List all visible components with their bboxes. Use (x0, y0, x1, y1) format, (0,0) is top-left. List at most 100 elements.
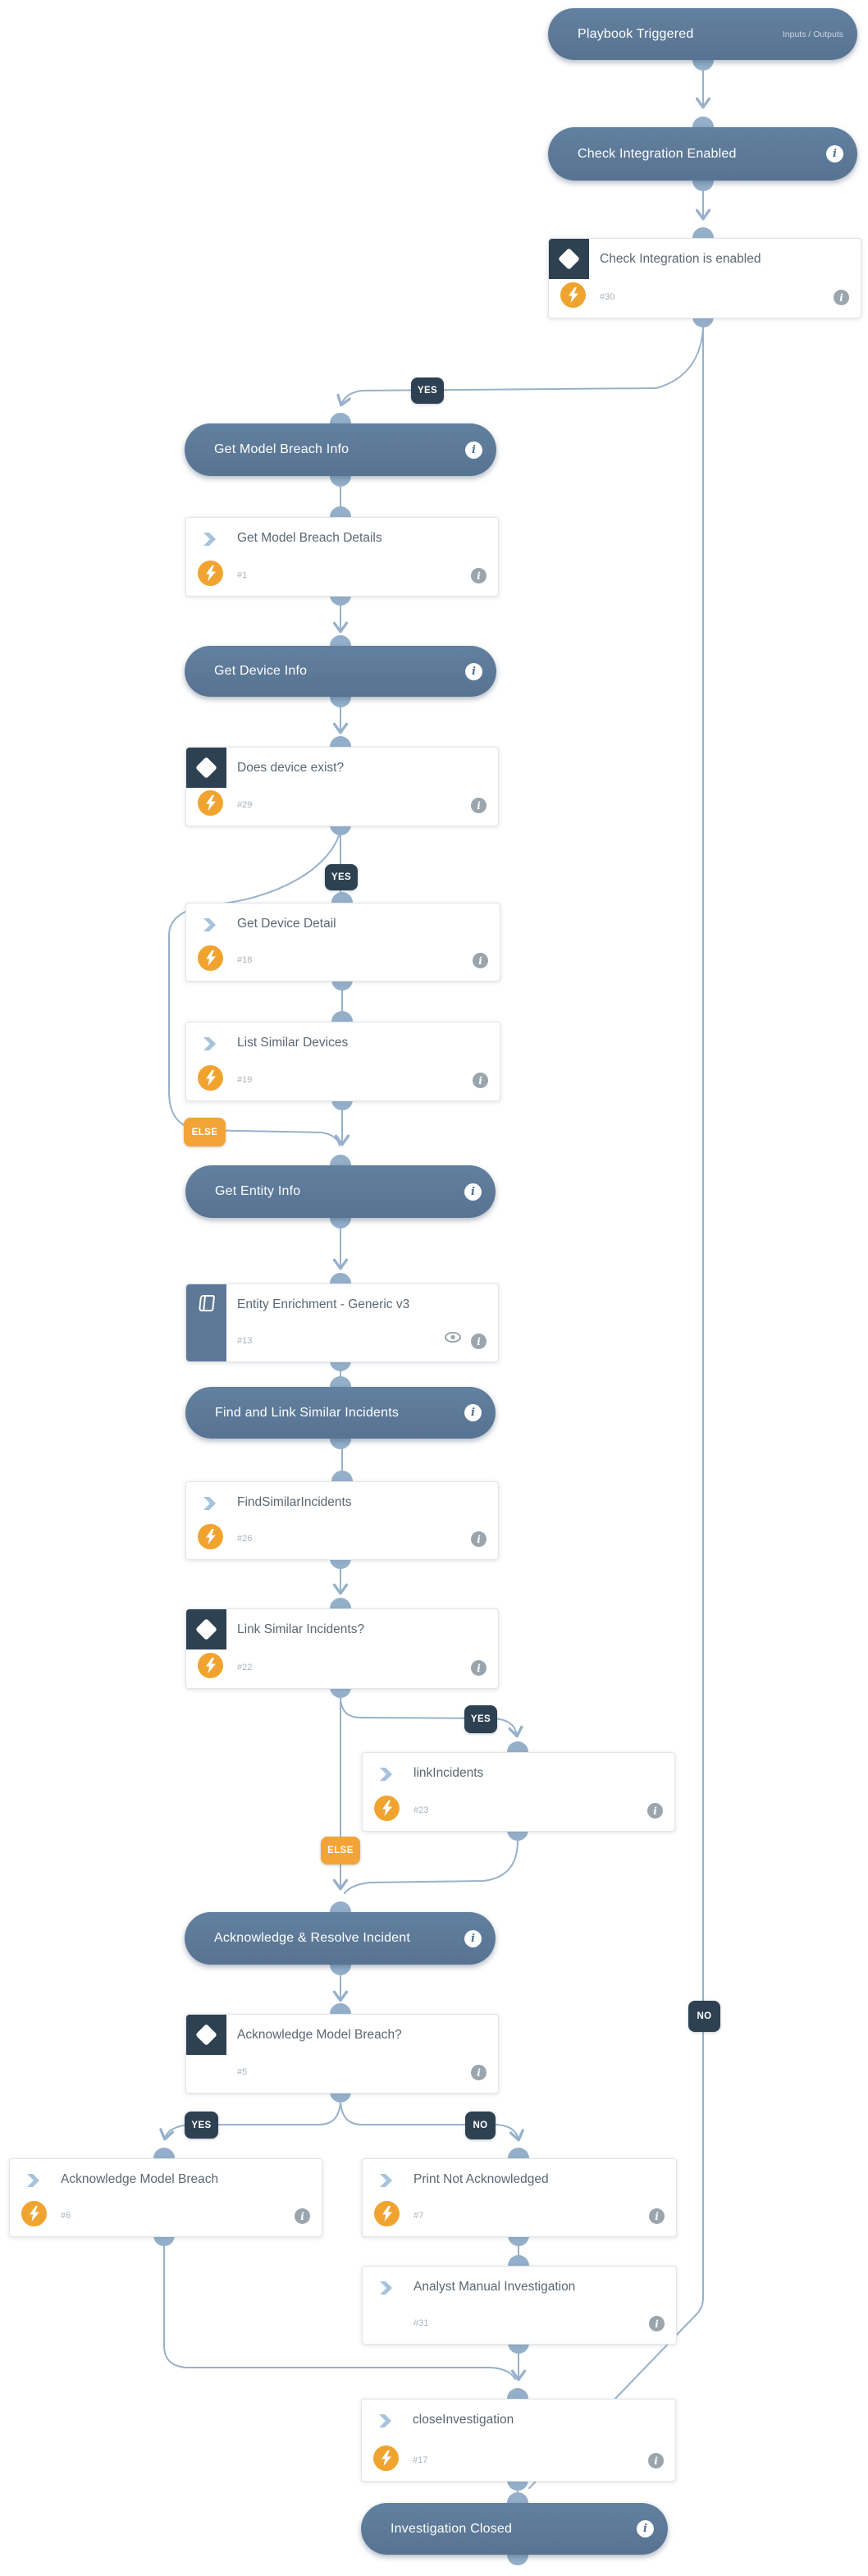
branch-label-yes-device: YES (325, 864, 358, 890)
header-playbook-triggered[interactable]: Playbook Triggered Inputs / Outputs (548, 8, 857, 60)
info-icon[interactable]: i (648, 2453, 664, 2468)
task-id: #19 (237, 1075, 253, 1085)
input-port (692, 227, 714, 238)
task-title: List Similar Devices (237, 1036, 349, 1050)
output-port (508, 2235, 529, 2246)
task-id: #7 (413, 2211, 424, 2221)
info-icon[interactable]: i (471, 1531, 487, 1547)
header-label: Investigation Closed (391, 2521, 513, 2536)
header-label: Get Model Breach Info (214, 442, 349, 456)
task-does-device-exist[interactable]: Does device exist? #29 i (185, 747, 499, 826)
task-findsimilarincidents[interactable]: FindSimilarIncidents #26 i (185, 1481, 499, 1560)
inputs-outputs-link[interactable]: Inputs / Outputs (782, 29, 843, 39)
info-icon[interactable]: i (473, 953, 488, 968)
info-icon[interactable]: i (473, 1073, 488, 1088)
task-id: #31 (413, 2318, 429, 2328)
task-closeinvestigation[interactable]: closeInvestigation #17 i (361, 2399, 676, 2482)
info-icon[interactable]: i (471, 798, 487, 813)
info-icon[interactable]: i (649, 2316, 665, 2331)
branch-label-no-integration: NO (688, 2001, 720, 2032)
output-port (507, 1830, 528, 1841)
task-entity-enrichment-generic-v3[interactable]: Entity Enrichment - Generic v3 #13 i (185, 1283, 499, 1362)
task-title: Entity Enrichment - Generic v3 (237, 1297, 410, 1311)
task-id: #6 (61, 2211, 71, 2221)
task-title: FindSimilarIncidents (237, 1495, 352, 1509)
info-icon[interactable]: i (295, 2208, 310, 2224)
header-investigation-closed[interactable]: Investigation Closed i (361, 2503, 668, 2555)
task-print-not-acknowledged[interactable]: Print Not Acknowledged #7 i (362, 2158, 677, 2237)
header-check-integration-enabled[interactable]: Check Integration Enabled i (548, 127, 857, 181)
header-find-and-link-similar-incidents[interactable]: Find and Link Similar Incidents i (185, 1387, 496, 1439)
task-check-integration-is-enabled[interactable]: Check Integration is enabled #30 i (548, 238, 861, 318)
input-port (331, 892, 353, 903)
input-port (330, 413, 351, 423)
input-port (507, 1741, 528, 1752)
automation-bolt-icon (198, 1065, 223, 1091)
task-title: Link Similar Incidents? (237, 1622, 365, 1636)
info-icon[interactable]: i (471, 1660, 487, 1676)
header-get-model-breach-info[interactable]: Get Model Breach Info i (185, 423, 496, 476)
task-acknowledge-model-breach[interactable]: Acknowledge Model Breach #6 i (9, 2158, 322, 2237)
output-port (331, 980, 353, 991)
output-port (507, 2555, 528, 2565)
info-icon[interactable]: i (471, 2065, 487, 2080)
task-linkincidents[interactable]: linkIncidents #23 i (362, 1752, 675, 1832)
task-list-similar-devices[interactable]: List Similar Devices #19 i (185, 1022, 500, 1101)
info-icon[interactable]: i (637, 2520, 654, 2537)
input-port (507, 2492, 528, 2503)
task-id: #26 (237, 1534, 253, 1544)
command-chevron-icon (200, 530, 218, 548)
info-icon[interactable]: i (649, 2208, 665, 2224)
info-icon[interactable]: i (471, 1334, 487, 1349)
automation-bolt-icon (198, 560, 223, 586)
info-icon[interactable]: i (826, 145, 843, 162)
task-title: Get Model Breach Details (237, 531, 382, 545)
branch-label-else-link: ELSE (321, 1837, 360, 1865)
task-title: Get Device Detail (237, 917, 336, 931)
connector-ports (153, 60, 714, 2565)
info-icon[interactable]: i (834, 290, 849, 305)
input-port (508, 2255, 529, 2266)
header-get-entity-info[interactable]: Get Entity Info i (185, 1165, 496, 1218)
command-chevron-icon (377, 1765, 395, 1783)
automation-bolt-icon (374, 1796, 400, 1821)
info-icon[interactable]: i (464, 1404, 482, 1421)
task-link-similar-incidents[interactable]: Link Similar Incidents? #22 i (185, 1608, 499, 1689)
task-id: #18 (237, 955, 253, 965)
task-acknowledge-model-breach-question[interactable]: Acknowledge Model Breach? #5 i (185, 2014, 499, 2093)
task-id: #29 (237, 800, 253, 810)
output-port (330, 697, 351, 707)
subplaybook-book-icon (186, 1284, 226, 1361)
header-get-device-info[interactable]: Get Device Info i (185, 646, 496, 697)
task-id: #22 (237, 1663, 253, 1672)
eye-icon[interactable] (444, 1331, 462, 1347)
branch-label-no-acknowledge: NO (465, 2112, 496, 2139)
task-title: Does device exist? (237, 761, 345, 775)
task-get-device-detail[interactable]: Get Device Detail #18 i (185, 903, 500, 981)
info-icon[interactable]: i (471, 568, 487, 583)
command-chevron-icon (200, 1494, 218, 1512)
task-title: Analyst Manual Investigation (413, 2280, 576, 2294)
input-port (692, 117, 714, 127)
input-port (330, 635, 351, 646)
info-icon[interactable]: i (647, 1803, 663, 1819)
condition-icon (186, 748, 226, 788)
header-label: Check Integration Enabled (578, 146, 737, 161)
task-analyst-manual-investigation[interactable]: Analyst Manual Investigation #31 i (362, 2266, 677, 2345)
info-icon[interactable]: i (465, 441, 482, 459)
task-get-model-breach-details[interactable]: Get Model Breach Details #1 i (185, 517, 499, 597)
header-label: Playbook Triggered (578, 26, 694, 41)
info-icon[interactable]: i (464, 1929, 482, 1947)
input-port (330, 1598, 351, 1608)
info-icon[interactable]: i (465, 662, 482, 680)
input-port (330, 1376, 351, 1387)
header-label: Acknowledge & Resolve Incident (214, 1931, 411, 1945)
task-id: #1 (237, 570, 248, 580)
condition-icon (549, 239, 589, 279)
input-port (331, 1471, 353, 1481)
info-icon[interactable]: i (464, 1183, 482, 1201)
input-port (330, 1273, 351, 1283)
output-port (330, 825, 351, 835)
condition-icon (186, 1609, 226, 1649)
header-acknowledge-resolve-incident[interactable]: Acknowledge & Resolve Incident i (185, 1912, 496, 1965)
